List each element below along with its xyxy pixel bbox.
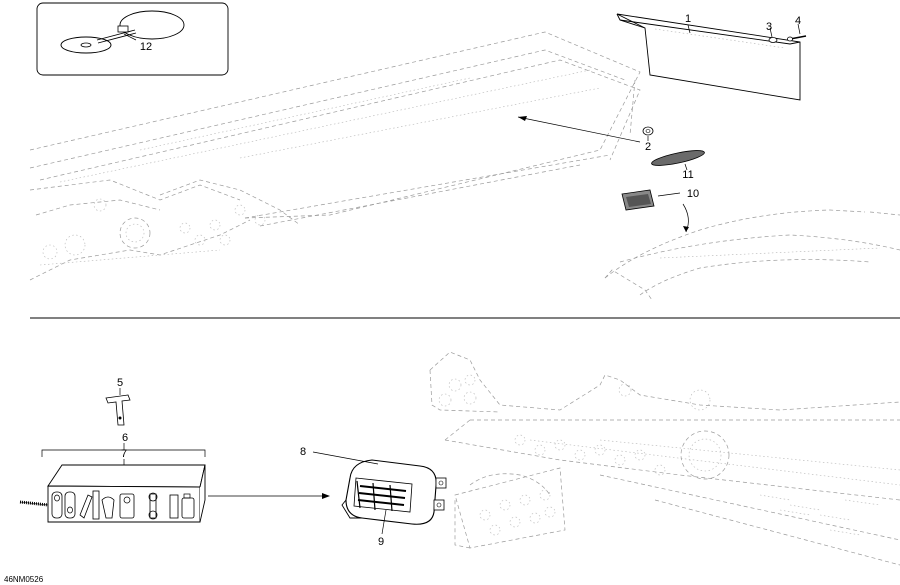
part-5-bracket (105, 388, 131, 426)
part-4-screw (787, 23, 807, 42)
part-8-holder (341, 459, 447, 525)
callout-10: 10 (687, 188, 699, 200)
callout-8: 8 (300, 446, 306, 458)
part-10-decal (621, 189, 681, 211)
tunnel-ghost-outline (29, 31, 641, 281)
tool-kit-strap (19, 500, 49, 507)
chassis-ghost-outline (429, 351, 900, 566)
part-6-tool-kit (47, 464, 206, 523)
callout-12: 12 (140, 41, 152, 53)
callout-4: 4 (795, 15, 801, 27)
group-bracket (41, 449, 206, 457)
tool-kit-arrow-head (322, 493, 330, 499)
part-2-nut (642, 126, 654, 141)
callout-6: 6 (122, 432, 128, 444)
callout-5: 5 (117, 377, 123, 389)
callout-9: 9 (378, 536, 384, 548)
callout-7: 7 (121, 448, 127, 460)
callout-11: 11 (682, 169, 693, 181)
assembly-arrow-head (518, 116, 527, 121)
rear-bumper-ghost (604, 209, 900, 301)
part-11-reflector (651, 150, 705, 171)
part-3-washer (768, 27, 778, 43)
callout-2: 2 (645, 141, 651, 153)
part-1-snow-flap (616, 13, 801, 101)
callout-1: 1 (685, 13, 691, 25)
drawing-code: 46NM0526 (4, 575, 44, 584)
inset-detail-box: 12 (36, 2, 229, 76)
part-12-mud-flap-fastener (60, 10, 185, 54)
callout-3: 3 (766, 21, 772, 33)
